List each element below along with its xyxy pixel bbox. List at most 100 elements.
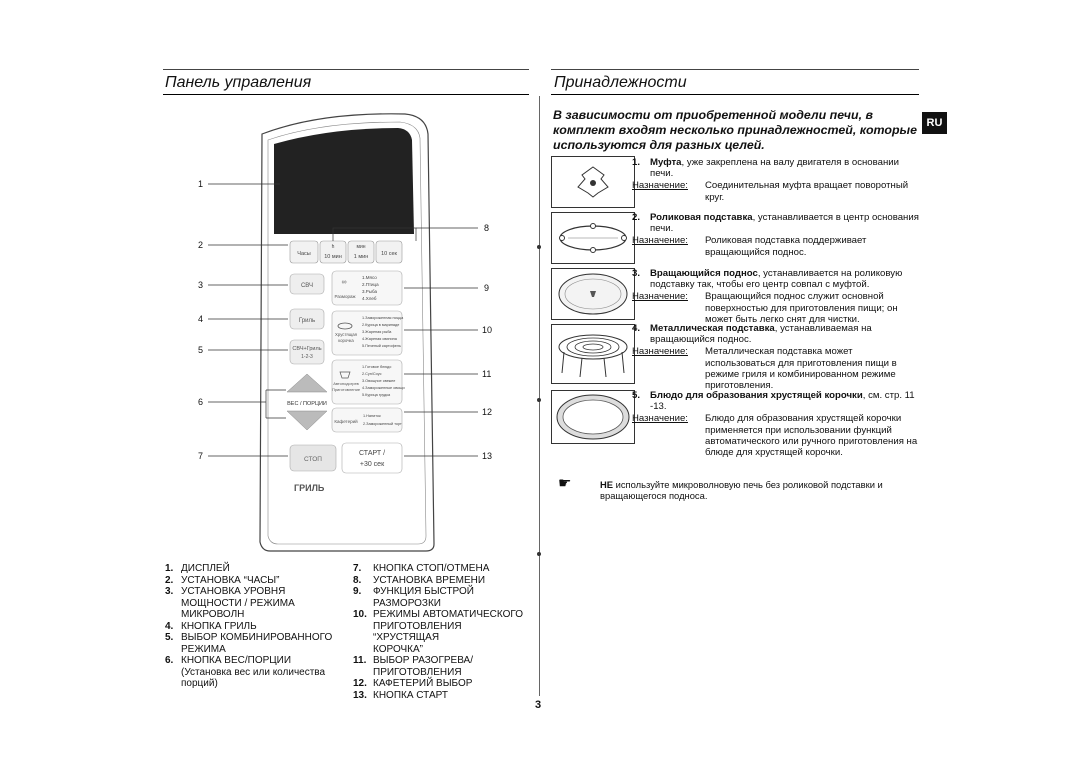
legend-item: 10.РЕЖИМЫ АВТОМАТИЧЕСКОГО — [353, 609, 524, 620]
accessory-item-2: 2.Роликовая подставка, устанавливается в… — [632, 212, 919, 258]
svg-text:2.Курица в маринаде: 2.Курица в маринаде — [362, 323, 399, 327]
accessory-item-4: 4.Металлическая подставка, устанавливаем… — [632, 323, 897, 392]
callout-9: 9 — [484, 283, 489, 293]
minute-key-label: мин — [357, 244, 366, 250]
legend-item: 11.ВЫБОР РАЗОГРЕВА/ — [353, 655, 474, 666]
weight-key-label: ВЕС / ПОРЦИИ — [287, 401, 327, 407]
title-rule-right — [551, 69, 919, 70]
legend-item: 3.УСТАНОВКА УРОВНЯ — [165, 586, 286, 597]
metal-rack-thumbnail — [551, 324, 635, 384]
min1-key-label: 1 мин — [354, 254, 368, 260]
binding-dot — [537, 552, 541, 556]
brand-label: ГРИЛЬ — [294, 483, 325, 493]
turntable-icon — [558, 273, 628, 315]
callout-6: 6 — [198, 397, 203, 407]
legend-item: 7.КНОПКА СТОП/ОТМЕНА — [353, 563, 490, 574]
callout-1: 1 — [198, 179, 203, 189]
stop-key-label: СТОП — [304, 456, 322, 463]
callout-4: 4 — [198, 314, 203, 324]
auto-label-2: Приготовление — [332, 387, 361, 392]
svg-text:4.Хлеб: 4.Хлеб — [362, 296, 377, 301]
svg-text:5.Курица грудка: 5.Курица грудка — [362, 393, 391, 397]
section-title-control-panel: Панель управления — [165, 74, 312, 91]
legend-item: РЕЖИМА — [181, 643, 226, 655]
binding-dot — [537, 398, 541, 402]
svg-text:3.Рыба: 3.Рыба — [362, 289, 377, 294]
crusty-items: 1.Замороженная пицца 2.Курица в маринаде… — [362, 316, 404, 348]
legend-column-2: 7.КНОПКА СТОП/ОТМЕНА 8.УСТАНОВКА ВРЕМЕНИ… — [353, 563, 528, 701]
legend-item: МОЩНОСТИ / РЕЖИМА — [181, 597, 295, 609]
legend-column-1: 1.ДИСПЛЕЙ 2.УСТАНОВКА “ЧАСЫ” 3.УСТАНОВКА… — [165, 563, 345, 690]
hour-key-label: h — [332, 244, 335, 250]
legend-item: порций) — [181, 678, 218, 689]
combi-key-label: СВЧ+Гриль — [292, 346, 321, 352]
legend-item: ПРИГОТОВЛЕНИЯ “ХРУСТЯЩАЯ — [373, 620, 462, 644]
callout-7: 7 — [198, 451, 203, 461]
combi-sub-label: 1-2-3 — [301, 354, 313, 360]
crusty-plate-thumbnail — [551, 390, 635, 444]
grill-key-label: Гриль — [299, 318, 315, 324]
title-rule-left — [163, 69, 529, 70]
clock-key-label: Часы — [297, 251, 310, 257]
svg-text:1.Мясо: 1.Мясо — [362, 275, 377, 280]
cafe-items: 1.Напиток 2.Замороженный торт — [363, 414, 402, 426]
start-key-label-2: +30 сек — [360, 461, 385, 468]
callout-10: 10 — [482, 325, 492, 335]
coupler-thumbnail — [551, 156, 635, 208]
column-divider — [539, 96, 540, 696]
weight-down-icon — [286, 410, 328, 431]
legend-item: (Установка вес или количества — [181, 666, 326, 678]
accessory-item-3: 3.Вращающийся поднос, устанавливается на… — [632, 268, 903, 325]
svg-text:1.Готовое блюдо: 1.Готовое блюдо — [362, 365, 391, 369]
roller-ring-thumbnail — [551, 212, 635, 264]
svg-text:4.Замороженные овощи: 4.Замороженные овощи — [362, 386, 405, 390]
legend-item: 6.КНОПКА ВЕС/ПОРЦИИ — [165, 655, 292, 666]
callout-13: 13 — [482, 451, 492, 461]
legend-item: 2.УСТАНОВКА “ЧАСЫ” — [165, 574, 280, 586]
legend-item: РАЗМОРОЗКИ — [373, 597, 441, 609]
title-underline-right — [551, 94, 919, 95]
callout-11: 11 — [482, 369, 491, 379]
defrost-items: 1.Мясо 2.Птица 3.Рыба 4.Хлеб — [362, 275, 379, 301]
pointing-hand-icon: ☛ — [558, 475, 572, 492]
svg-text:5.Печеный картофель: 5.Печеный картофель — [362, 344, 401, 348]
svg-text:3.Жареная рыба: 3.Жареная рыба — [362, 330, 392, 334]
safety-note: НЕ используйте микроволновую печь без ро… — [600, 479, 883, 501]
svg-text:∞: ∞ — [342, 279, 347, 286]
cafe-label: Кафетерий — [334, 418, 358, 424]
accessory-item-1: 1.Муфта, уже закреплена на валу двигател… — [632, 157, 909, 203]
power-key-label: СВЧ — [301, 283, 313, 289]
callout-12: 12 — [482, 407, 492, 417]
accessory-item-5: 5.Блюдо для образования хрустящей корочк… — [632, 390, 918, 459]
legend-item: 13.КНОПКА СТАРТ — [353, 689, 448, 701]
coupler-icon — [577, 166, 609, 198]
svg-text:2.Птица: 2.Птица — [362, 282, 379, 287]
legend-item: 12.КАФЕТЕРИЙ ВЫБОР — [353, 678, 473, 689]
legend-item: 8.УСТАНОВКА ВРЕМЕНИ — [353, 574, 486, 586]
legend-item: ПРИГОТОВЛЕНИЯ — [373, 666, 462, 678]
binding-dot — [537, 245, 541, 249]
section-title-accessories: Принадлежности — [554, 74, 687, 91]
display-screen — [274, 128, 414, 234]
auto-label-1: Автоподогрев — [333, 381, 359, 386]
auto-items: 1.Готовое блюдо 2.Суп/Соус 3.Овощное све… — [362, 365, 405, 397]
metal-rack-icon — [558, 334, 628, 378]
turntable-thumbnail — [551, 268, 635, 320]
svg-text:1.Замороженная пицца: 1.Замороженная пицца — [362, 316, 404, 320]
svg-text:4.Жареная свинина: 4.Жареная свинина — [362, 337, 398, 341]
legend-item: КОРОЧКА” — [373, 643, 423, 655]
start-key-label-1: СТАРТ / — [359, 450, 385, 457]
defrost-label: Размораж — [335, 294, 356, 299]
callout-3: 3 — [198, 280, 203, 290]
min10-key-label: 10 мин — [324, 254, 342, 260]
control-panel-diagram: Часы h 10 мин мин 1 мин 10 сек СВЧ Гриль… — [198, 113, 492, 552]
legend-item: 4.КНОПКА ГРИЛЬ — [165, 620, 257, 632]
crusty-label-2: корочка — [338, 338, 354, 343]
legend-item: 1.ДИСПЛЕЙ — [165, 563, 230, 574]
title-underline-left — [163, 94, 529, 95]
svg-text:1.Напиток: 1.Напиток — [363, 414, 381, 418]
roller-ring-icon — [559, 223, 627, 253]
crusty-label-1: Хрустящая — [335, 332, 358, 337]
legend-item: МИКРОВОЛН — [181, 609, 245, 620]
svg-text:2.Суп/Соус: 2.Суп/Соус — [362, 372, 382, 376]
